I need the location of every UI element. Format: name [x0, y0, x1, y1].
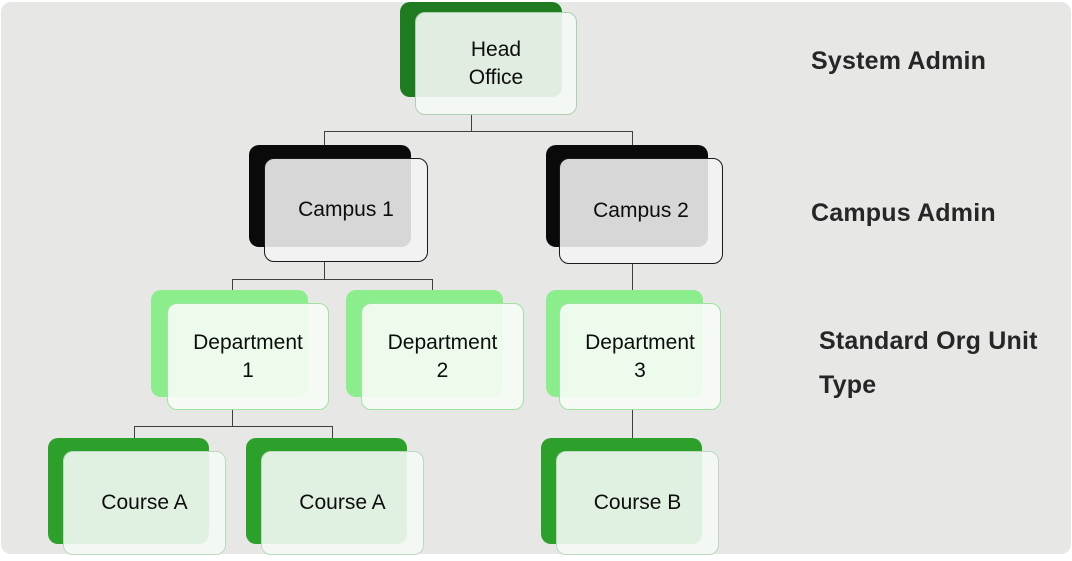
connector-campus-2-to-department-3	[632, 264, 633, 304]
node-department-2: Department 2	[361, 303, 524, 410]
department-2-label: Department 2	[387, 331, 498, 382]
connector-campus-1-down	[324, 262, 325, 279]
side-label-system-admin: System Admin	[811, 47, 987, 75]
node-head-office: Head Office	[415, 12, 577, 115]
campus-1-label: Campus 1	[298, 198, 394, 222]
node-campus-2: Campus 2	[559, 158, 723, 264]
node-department-3: Department 3	[559, 303, 721, 410]
connector-department-1-down	[232, 410, 233, 426]
course-a1-label: Course A	[101, 491, 188, 515]
campus-2-label: Campus 2	[593, 199, 689, 223]
connector-department-horizontal	[232, 279, 432, 280]
node-department-1: Department 1	[167, 303, 329, 410]
connector-department-3-to-course-b	[632, 410, 633, 452]
connector-head-office-down	[471, 113, 472, 131]
course-a2-label: Course A	[299, 491, 386, 515]
node-course-b: Course B	[556, 451, 719, 555]
department-1-label: Department 1	[193, 331, 303, 382]
department-3-label: Department 3	[585, 331, 695, 382]
connector-course-horizontal	[134, 426, 332, 427]
node-campus-1: Campus 1	[264, 158, 428, 262]
course-b-label: Course B	[593, 491, 682, 515]
node-course-a1: Course A	[63, 451, 226, 555]
head-office-label: Head Office	[468, 38, 524, 89]
node-course-a2: Course A	[261, 451, 424, 555]
side-label-standard-org-unit-type: Standard Org Unit Type	[819, 327, 1038, 399]
connector-campus-horizontal	[324, 131, 632, 132]
side-label-campus-admin: Campus Admin	[811, 199, 996, 227]
